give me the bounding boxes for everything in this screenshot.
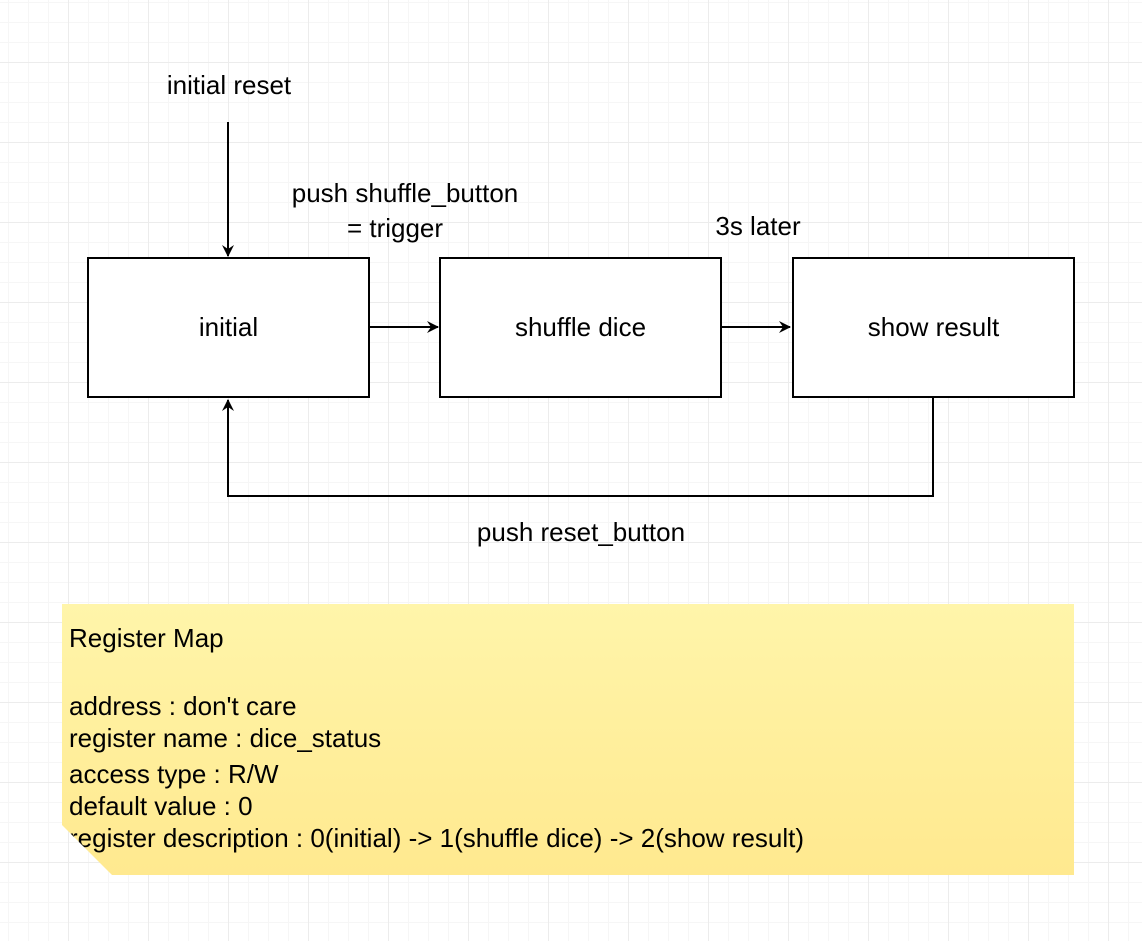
edge-show-to-initial-arrow[interactable] — [222, 398, 934, 497]
note-title: Register Map — [69, 623, 224, 653]
note-register-name: register name : dice_status — [69, 723, 382, 753]
note-description: register description : 0(initial) -> 1(s… — [69, 823, 805, 853]
edge-label-delay: 3s later — [715, 211, 801, 241]
note-spacer — [69, 654, 1074, 690]
edge-label-trigger-line2: = trigger — [346, 213, 444, 243]
state-initial[interactable]: initial — [87, 257, 370, 398]
edge-label-trigger-line1: push shuffle_button — [291, 178, 519, 208]
state-show-result[interactable]: show result — [792, 257, 1075, 398]
state-shuffle-dice[interactable]: shuffle dice — [439, 257, 722, 398]
edge-label-initial-reset: initial reset — [166, 70, 292, 100]
state-initial-label: initial — [198, 312, 259, 342]
state-show-result-label: show result — [867, 312, 1000, 342]
edge-label-reset-button: push reset_button — [476, 517, 686, 547]
register-map-note[interactable]: Register Map address : don't care regist… — [62, 604, 1074, 875]
edge-label-trigger: push shuffle_button = trigger — [265, 176, 545, 246]
note-access-type: access type : R/W — [69, 759, 279, 789]
note-default-value: default value : 0 — [69, 791, 253, 821]
state-shuffle-dice-label: shuffle dice — [514, 312, 647, 342]
note-address: address : don't care — [69, 691, 297, 721]
